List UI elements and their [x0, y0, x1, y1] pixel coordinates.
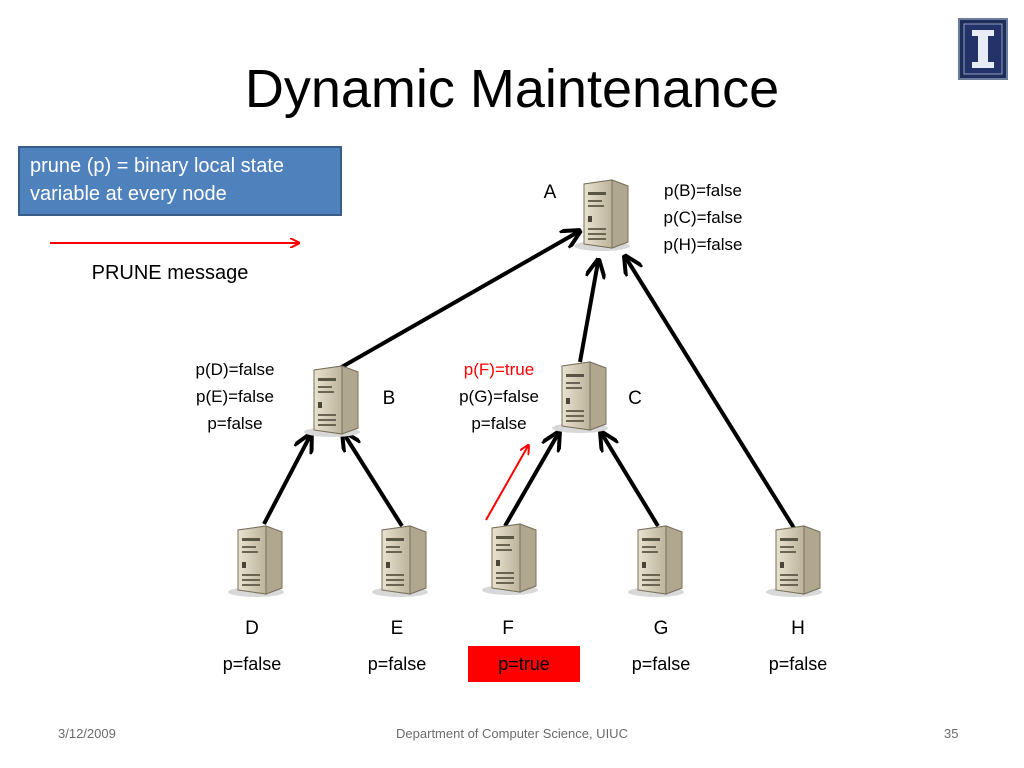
node-c-state-2: p(G)=false — [459, 387, 539, 406]
server-node-b — [303, 365, 361, 438]
server-node-e — [371, 525, 429, 598]
edge-e-to-b — [344, 434, 404, 528]
server-node-h — [765, 525, 823, 598]
node-h-state: p=false — [768, 654, 828, 674]
node-label-c: C — [628, 388, 642, 409]
node-label-f: F — [502, 618, 514, 639]
server-node-d — [227, 525, 285, 598]
prune-message-f-to-c — [485, 446, 528, 521]
node-a-state-3: p(H)=false — [663, 235, 743, 254]
node-label-e: E — [390, 618, 404, 639]
node-f-state: p=true — [498, 654, 550, 674]
node-b-state-1: p(D)=false — [195, 360, 275, 379]
server-node-g — [627, 525, 685, 598]
slide-title: Dynamic Maintenance — [244, 59, 780, 119]
node-b-states: p(D)=false p(E)=false p=false — [170, 356, 300, 437]
footer-date: 3/12/2009 — [58, 726, 116, 741]
definition-line-2: variable at every node — [30, 183, 227, 205]
definition-line-1: prune (p) = binary local state — [30, 155, 285, 177]
node-e-state: p=false — [367, 654, 427, 674]
edge-f-to-c — [503, 434, 558, 527]
footer-page-number: 35 — [944, 726, 959, 741]
university-logo-icon — [958, 18, 1008, 80]
node-label-h: H — [791, 618, 805, 639]
node-a-state-2: p(C)=false — [663, 208, 743, 227]
definition-box: prune (p) = binary local state variable … — [18, 146, 342, 216]
footer-department: Department of Computer Science, UIUC — [396, 726, 628, 741]
server-node-f — [481, 523, 539, 596]
server-node-a — [573, 179, 631, 252]
edge-c-to-a — [578, 262, 598, 363]
node-a-state-1: p(B)=false — [664, 181, 742, 200]
legend-label: PRUNE message — [91, 262, 249, 284]
edge-d-to-b — [262, 436, 310, 525]
edge-g-to-c — [602, 434, 660, 528]
node-label-d: D — [245, 618, 259, 639]
node-b-state-2: p(E)=false — [196, 387, 274, 406]
node-g-state: p=false — [631, 654, 691, 674]
node-d-state: p=false — [222, 654, 282, 674]
node-a-states: p(B)=false p(C)=false p(H)=false — [638, 177, 768, 258]
node-c-states: p(F)=true p(G)=false p=false — [434, 356, 564, 437]
node-f-state-highlight — [468, 646, 580, 682]
node-c-state-3: p=false — [471, 414, 527, 433]
node-b-state-3: p=false — [207, 414, 263, 433]
node-label-b: B — [382, 388, 396, 409]
node-label-g: G — [653, 618, 669, 639]
node-label-a: A — [543, 182, 557, 203]
edge-h-to-a — [626, 258, 796, 530]
edge-b-to-a — [339, 232, 578, 370]
node-c-state-1: p(F)=true — [463, 360, 535, 379]
